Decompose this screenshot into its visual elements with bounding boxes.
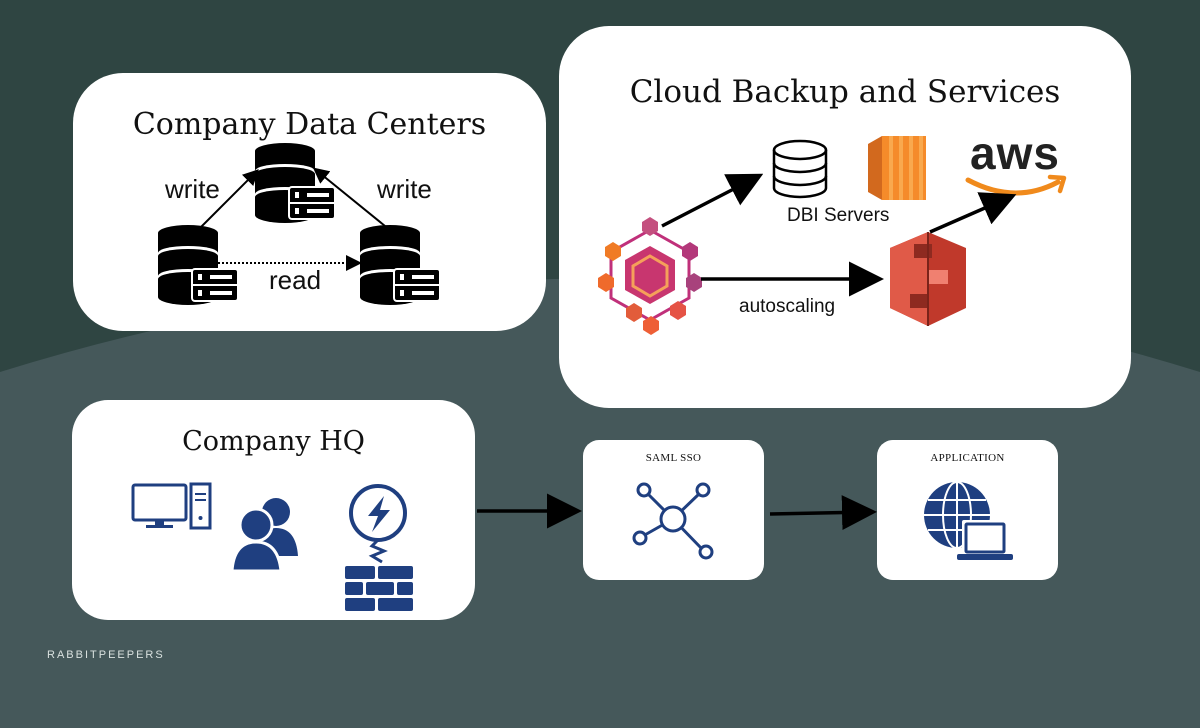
write-label-left: write bbox=[165, 174, 220, 204]
application-panel: APPLICATION bbox=[877, 440, 1058, 580]
data-centers-panel: Company Data Centers write write read bbox=[73, 73, 546, 331]
brand-text: RABBITPEEPERS bbox=[47, 649, 165, 661]
saml-title: SAML SSO bbox=[645, 452, 702, 464]
write-label-right: write bbox=[377, 174, 432, 204]
aws-logo-text: aws bbox=[970, 127, 1060, 179]
hq-title: Company HQ bbox=[182, 426, 365, 457]
hq-panel: Company HQ bbox=[72, 400, 475, 620]
autoscaling-label: autoscaling bbox=[739, 296, 836, 317]
saml-panel: SAML SSO bbox=[583, 440, 764, 580]
read-label: read bbox=[269, 265, 322, 295]
dbi-servers-label: DBI Servers bbox=[787, 205, 890, 226]
cloud-panel: Cloud Backup and Services DBI Servers au… bbox=[559, 26, 1131, 408]
cloud-title: Cloud Backup and Services bbox=[629, 74, 1061, 110]
application-title: APPLICATION bbox=[930, 452, 1005, 464]
data-centers-title: Company Data Centers bbox=[132, 107, 487, 142]
